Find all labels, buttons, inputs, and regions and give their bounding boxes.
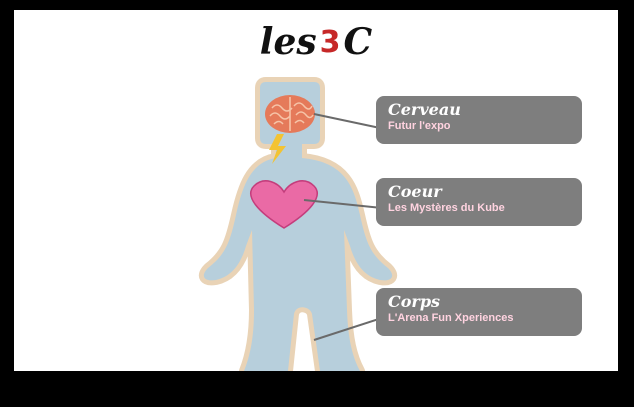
- label-cerveau: Cerveau Futur l'expo: [376, 96, 582, 144]
- connector-body: [313, 317, 383, 341]
- connector-heart: [303, 199, 383, 209]
- label-cerveau-name: Cerveau: [388, 100, 461, 119]
- connector-brain: [313, 113, 381, 129]
- connector-lines: [303, 113, 383, 341]
- body-fill: [203, 82, 393, 371]
- diagram-canvas: les 3 C: [14, 10, 618, 371]
- body-silhouette: [198, 77, 398, 371]
- label-coeur-subtitle: Les Mystères du Kube: [388, 202, 505, 214]
- label-corps-subtitle: L'Arena Fun Xperiences: [388, 312, 514, 324]
- label-coeur-name: Coeur: [388, 182, 442, 201]
- label-corps-name: Corps: [388, 292, 441, 311]
- lightning-icon: [269, 134, 286, 164]
- body-figure: [198, 77, 398, 371]
- brain-icon: [265, 95, 315, 133]
- label-corps: Corps L'Arena Fun Xperiences: [376, 288, 582, 336]
- label-coeur: Coeur Les Mystères du Kube: [376, 178, 582, 226]
- heart-icon: [250, 180, 318, 229]
- label-cerveau-subtitle: Futur l'expo: [388, 120, 451, 132]
